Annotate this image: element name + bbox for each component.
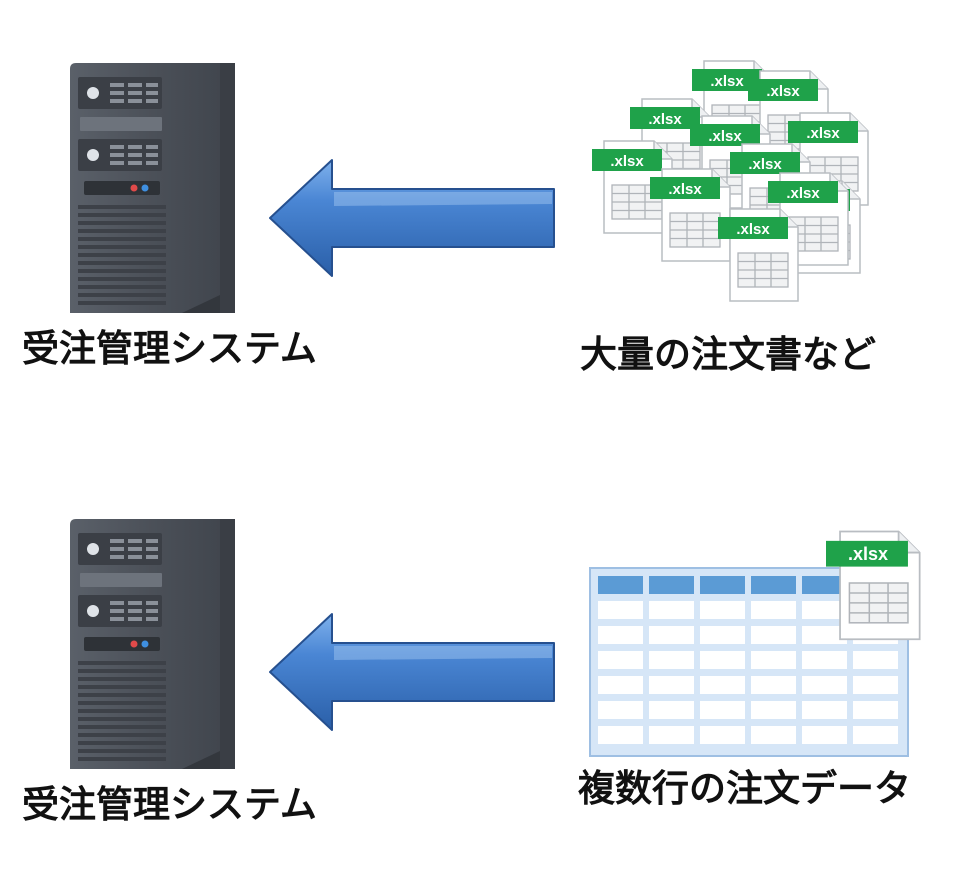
sheet-cell	[598, 701, 643, 719]
xlsx-tag-label: .xlsx	[736, 221, 770, 238]
sheet-cell	[598, 601, 643, 619]
system-label: 受注管理システム	[22, 783, 317, 826]
xlsx-file-icon: .xlsx	[730, 143, 811, 237]
arrow-left-icon	[269, 613, 555, 731]
xlsx-file-icon: .xlsx	[788, 112, 869, 206]
sheet-cell	[700, 701, 745, 719]
sheet-cell	[802, 701, 847, 719]
server-tower-icon	[70, 519, 235, 769]
sheet-cell	[802, 651, 847, 669]
xlsx-tag-label: .xlsx	[806, 125, 840, 142]
sheet-header-cell	[649, 576, 694, 594]
xlsx-file-icon: .xlsx	[592, 140, 673, 234]
sheet-cell	[649, 601, 694, 619]
sheet-cell	[700, 651, 745, 669]
sheet-cell	[802, 601, 847, 619]
sheet-cell	[802, 626, 847, 644]
xlsx-file-icon: .xlsx	[630, 98, 711, 192]
xlsx-tag-label: .xlsx	[610, 153, 644, 170]
sheet-header-cell	[751, 576, 796, 594]
arrow-left-icon	[269, 159, 555, 277]
xlsx-file-icon: .xlsx	[748, 70, 829, 164]
sheet-cell	[751, 601, 796, 619]
xlsx-file-icon: .xlsx	[650, 168, 731, 262]
xlsx-tag-label: .xlsx	[710, 73, 744, 90]
sheet-cell	[853, 701, 898, 719]
sheet-cell	[598, 651, 643, 669]
source-label: 大量の注文書など	[580, 333, 876, 376]
sheet-cell	[649, 701, 694, 719]
sheet-cell	[751, 726, 796, 744]
sheet-cell	[700, 676, 745, 694]
xlsx-tag-label: .xlsx	[748, 156, 782, 173]
sheet-cell	[649, 651, 694, 669]
sheet-cell	[700, 726, 745, 744]
xlsx-tag-label: .xlsx	[668, 181, 702, 198]
sheet-cell	[853, 676, 898, 694]
sheet-cell	[598, 626, 643, 644]
sheet-cell	[598, 726, 643, 744]
source-label: 複数行の注文データ	[578, 767, 911, 810]
sheet-header-cell	[802, 576, 847, 594]
xlsx-file-icon: .xlsx	[690, 115, 771, 209]
xlsx-file-icon: .xlsx	[692, 60, 773, 154]
xlsx-tag-label: .xlsx	[708, 128, 742, 145]
sheet-cell	[751, 626, 796, 644]
xlsx-file-icon: .xlsx	[718, 208, 799, 302]
sheet-cell	[649, 626, 694, 644]
xlsx-file-icon: .xlsx	[826, 530, 921, 641]
sheet-cell	[853, 651, 898, 669]
xlsx-file-stack: .xlsx.xlsx.xlsx.xlsx.xlsx.xlsx.xlsx.xlsx…	[592, 60, 869, 302]
xlsx-file-icon: .xlsx	[768, 172, 849, 266]
sheet-cell	[751, 651, 796, 669]
system-label: 受注管理システム	[22, 327, 317, 370]
sheet-header-cell	[700, 576, 745, 594]
xlsx-tag-label: .xlsx	[648, 111, 682, 128]
server-tower-icon	[70, 63, 235, 313]
sheet-cell	[751, 701, 796, 719]
sheet-cell	[802, 726, 847, 744]
sheet-cell	[802, 676, 847, 694]
sheet-header-cell	[598, 576, 643, 594]
sheet-cell	[751, 676, 796, 694]
xlsx-tag-label: .xlsx	[786, 185, 820, 202]
sheet-cell	[700, 601, 745, 619]
sheet-cell	[598, 676, 643, 694]
xlsx-tag-label: .xlsx	[766, 83, 800, 100]
xlsx-tag-label: .xlsx	[848, 544, 888, 564]
sheet-cell	[649, 676, 694, 694]
sheet-cell	[853, 726, 898, 744]
sheet-cell	[700, 626, 745, 644]
sheet-cell	[649, 726, 694, 744]
